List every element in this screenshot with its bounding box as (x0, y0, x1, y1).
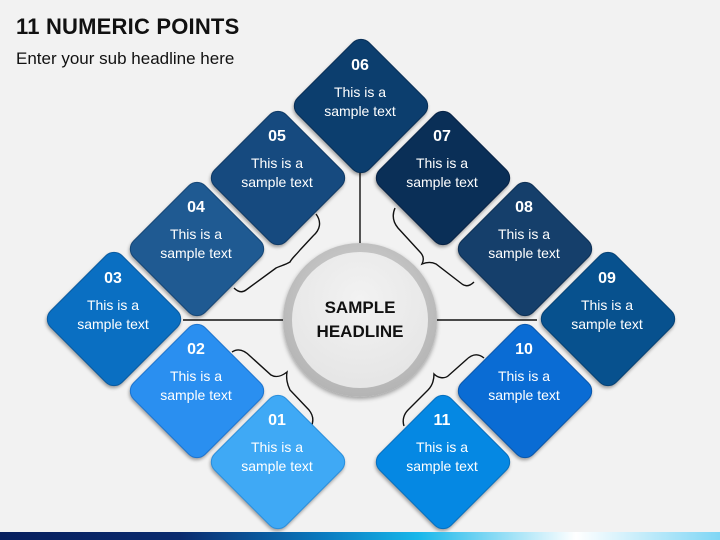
point-number: 06 (351, 57, 369, 74)
slide-subtitle: Enter your sub headline here (16, 49, 235, 68)
point-07-label: 07 This is a sample text (372, 128, 512, 192)
point-text-line2: sample text (488, 387, 560, 403)
footer-gradient-bar (0, 532, 720, 540)
point-number: 09 (598, 270, 616, 287)
point-05-label: 05 This is a sample text (207, 128, 347, 192)
point-text-line1: This is a (86, 297, 140, 313)
point-08-label: 08 This is a sample text (454, 199, 594, 263)
point-04-label: 04 This is a sample text (126, 199, 266, 263)
point-text-line2: sample text (160, 387, 232, 403)
point-text-line1: This is a (415, 439, 469, 455)
hub-line1: SAMPLE (324, 298, 396, 317)
point-text-line2: sample text (406, 174, 478, 190)
point-03-label: 03 This is a sample text (43, 270, 183, 334)
point-number: 01 (268, 412, 286, 429)
point-number: 11 (433, 412, 451, 429)
point-11-label: 11 This is a sample text (372, 412, 512, 476)
point-text-line2: sample text (571, 316, 643, 332)
point-text-line1: This is a (250, 439, 304, 455)
point-text-line2: sample text (77, 316, 149, 332)
center-hub[interactable]: SAMPLE HEADLINE (283, 243, 437, 397)
point-text-line2: sample text (241, 174, 313, 190)
point-number: 05 (268, 128, 286, 145)
point-number: 08 (515, 199, 533, 216)
hub-line2: HEADLINE (316, 322, 404, 341)
point-text-line1: This is a (169, 226, 223, 242)
point-02-label: 02 This is a sample text (126, 341, 266, 405)
slide-title: 11 NUMERIC POINTS (16, 14, 240, 39)
point-text-line1: This is a (169, 368, 223, 384)
point-number: 04 (187, 199, 205, 216)
point-text-line1: This is a (580, 297, 634, 313)
point-text-line1: This is a (250, 155, 304, 171)
center-hub-label: SAMPLE HEADLINE (292, 252, 428, 388)
point-text-line2: sample text (324, 103, 396, 119)
point-06-label: 06 This is a sample text (290, 57, 430, 121)
point-number: 03 (104, 270, 122, 287)
point-text-line1: This is a (497, 226, 551, 242)
point-text-line2: sample text (488, 245, 560, 261)
point-number: 10 (515, 341, 533, 358)
point-10-label: 10 This is a sample text (454, 341, 594, 405)
point-number: 07 (433, 128, 451, 145)
point-09-label: 09 This is a sample text (537, 270, 677, 334)
point-text-line2: sample text (160, 245, 232, 261)
point-text-line2: sample text (241, 458, 313, 474)
point-01-label: 01 This is a sample text (207, 412, 347, 476)
point-text-line2: sample text (406, 458, 478, 474)
point-number: 02 (187, 341, 205, 358)
point-text-line1: This is a (415, 155, 469, 171)
point-text-line1: This is a (497, 368, 551, 384)
point-text-line1: This is a (333, 84, 387, 100)
